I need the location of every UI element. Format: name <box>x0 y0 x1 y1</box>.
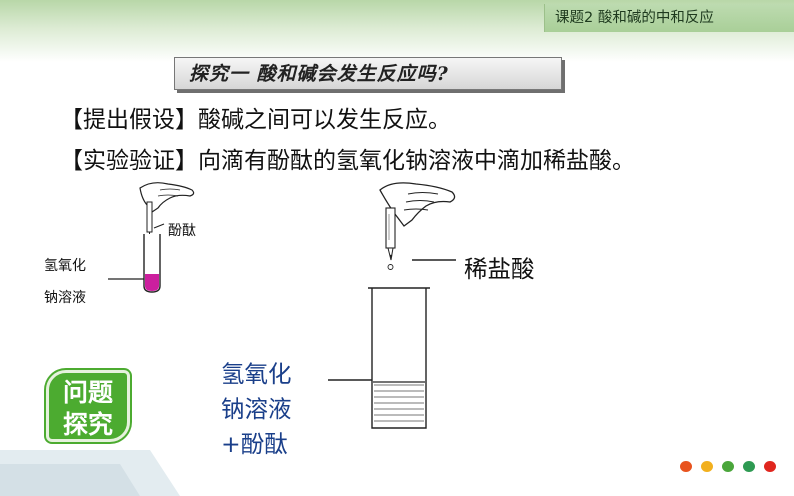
corner-decoration <box>0 450 180 496</box>
large-solution-label-2: 钠溶液 <box>221 395 292 423</box>
dot-teal <box>743 461 755 472</box>
dot-green <box>722 461 734 472</box>
liquid-hatching <box>374 384 424 422</box>
large-experiment-diagram <box>368 182 456 429</box>
small-experiment-diagram <box>108 182 195 293</box>
droplet <box>389 254 393 258</box>
acid-label: 稀盐酸 <box>464 255 535 283</box>
lesson-title-tab: 课题2 酸和碱的中和反应 <box>544 4 794 32</box>
pink-solution <box>145 274 159 291</box>
dot-red <box>764 461 776 472</box>
large-solution-label-1: 氢氧化 <box>221 360 292 388</box>
large-solution-label-3: +酚酞 <box>221 430 288 458</box>
verification-text: 【实验验证】向滴有酚酞的氢氧化钠溶液中滴加稀盐酸。 <box>60 148 635 174</box>
small-solution-label-2: 钠溶液 <box>44 290 86 306</box>
dot-orange <box>680 461 692 472</box>
section-banner: 探究一 酸和碱会发生反应吗? <box>174 57 562 90</box>
beaker <box>371 288 427 429</box>
dot-yellow <box>701 461 713 472</box>
badge-line-1: 问题 <box>62 378 113 407</box>
badge-line-2: 探究 <box>62 410 113 439</box>
problem-inquiry-badge: 问题 探究 <box>46 370 130 442</box>
small-solution-label-1: 氢氧化 <box>44 258 86 274</box>
hypothesis-text: 【提出假设】酸碱之间可以发生反应。 <box>60 107 451 133</box>
indicator-label: 酚酞 <box>168 223 196 239</box>
droplet <box>387 264 394 270</box>
